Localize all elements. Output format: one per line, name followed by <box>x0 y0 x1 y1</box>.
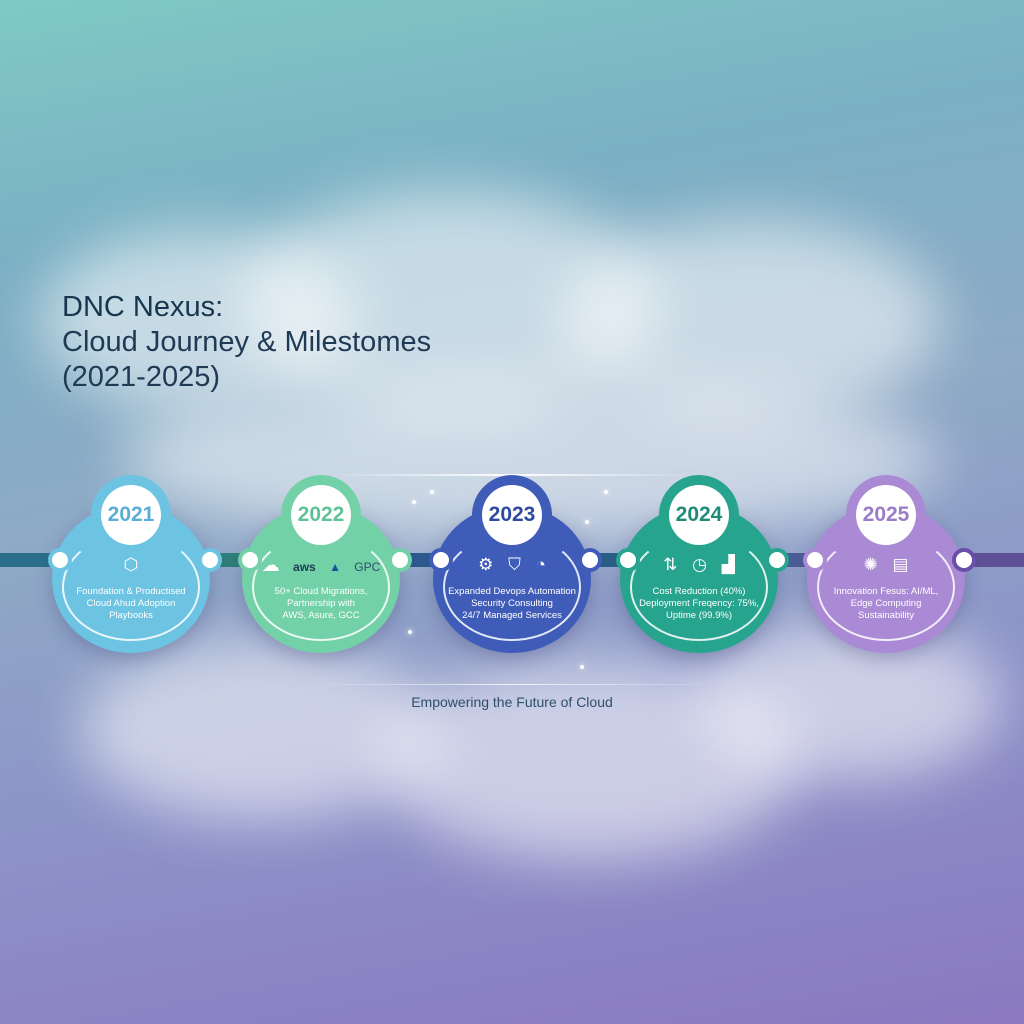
milestone-icons: ⬡ <box>52 555 210 575</box>
timer-icon: ◷ <box>692 555 707 574</box>
milestone-line: Security Consulting <box>471 598 553 609</box>
cloud-icon: ☁ <box>261 555 280 575</box>
milestone-arc <box>62 533 200 641</box>
timeline-node <box>578 548 602 572</box>
milestone-2021: 2021 ⬡ Foundation & Productised Cloud Ah… <box>52 475 210 653</box>
sparkle <box>408 630 412 634</box>
sparkle <box>430 490 434 494</box>
cube-stack-icon: ⬡ <box>123 555 139 574</box>
milestone-arc <box>630 533 768 641</box>
milestone-line: Innovation Fesus: AI/ML, <box>833 586 939 597</box>
milestone-line: Playbooks <box>109 610 153 621</box>
milestone-text: Innovation Fesus: AI/ML, Edge Computing … <box>821 586 951 622</box>
chart-icon: ▟ <box>721 555 735 574</box>
timeline-node <box>48 548 72 572</box>
milestone-text: Foundation & Productised Cloud Ahud Adop… <box>66 586 196 622</box>
milestone-2025: 2025 ✺ ▤ Innovation Fesus: AI/ML, Edge C… <box>807 475 965 653</box>
milestone-line: Edge Computing <box>850 598 922 609</box>
milestone-2024: 2024 ⇅ ◷ ▟ Cost Reduction (40%) Deployme… <box>620 475 778 653</box>
milestone-line: Foundation & Productised <box>76 586 186 597</box>
timeline-node <box>429 548 453 572</box>
sparkle <box>412 500 416 504</box>
tagline-divider <box>300 684 724 685</box>
milestone-arc <box>252 533 390 641</box>
timeline-node <box>238 548 262 572</box>
timeline-node <box>388 548 412 572</box>
milestone-icons: ⇅ ◷ ▟ <box>620 555 778 575</box>
server-icon: ▤ <box>892 555 909 574</box>
milestone-arc <box>817 533 955 641</box>
title-line-3: (2021-2025) <box>62 361 220 393</box>
milestone-line: Cloud Ahud Adoption <box>86 598 176 609</box>
milestone-line: 50+ Cloud Migrations, <box>274 586 368 597</box>
timeline-node <box>198 548 222 572</box>
milestone-line: AWS, Asure, GCC <box>282 610 360 621</box>
timeline-node <box>616 548 640 572</box>
azure-logo: ▲ <box>329 560 341 574</box>
milestone-line: Partnership with <box>286 598 356 609</box>
milestone-text: Cost Reduction (40%) Deployment Freqency… <box>634 586 764 622</box>
milestone-icons: ⚙ ⛉ ◔ <box>433 555 591 575</box>
sparkle <box>604 490 608 494</box>
sparkle <box>580 665 584 669</box>
arrows-icon: ⇅ <box>663 555 678 574</box>
milestone-icons: ✺ ▤ <box>807 555 965 575</box>
milestone-2023: 2023 ⚙ ⛉ ◔ Expanded Devops Automation Se… <box>433 475 591 653</box>
brain-icon: ✺ <box>863 555 878 574</box>
timeline-node <box>765 548 789 572</box>
milestone-line: Sustainability <box>858 610 914 621</box>
milestone-line: Uptime (99.9%) <box>666 610 732 621</box>
milestone-text: Expanded Devops Automation Security Cons… <box>447 586 577 622</box>
gear-icon: ⚙ <box>478 555 494 574</box>
milestone-line: 24/7 Managed Services <box>462 610 562 621</box>
milestone-arc <box>443 533 581 641</box>
milestone-text: 50+ Cloud Migrations, Partnership with A… <box>256 586 386 622</box>
tagline: Empowering the Future of Cloud <box>411 694 613 710</box>
title-line-1: DNC Nexus: <box>62 291 224 323</box>
milestone-line: Expanded Devops Automation <box>448 586 576 597</box>
aws-logo: aws <box>293 560 316 574</box>
gcp-logo: GPC <box>354 560 381 574</box>
shield-icon: ⛉ <box>508 555 521 574</box>
clock-icon: ◔ <box>535 555 546 574</box>
milestone-line: Deployment Freqency: 75%, <box>639 598 759 609</box>
milestone-line: Cost Reduction (40%) <box>652 586 746 597</box>
title-line-2: Cloud Journey & Milestomes <box>62 326 432 358</box>
timeline-node <box>952 548 976 572</box>
milestone-2022: 2022 ☁ aws ▲ GPC 50+ Cloud Migrations, P… <box>242 475 400 653</box>
milestone-icons: ☁ aws ▲ GPC <box>242 555 400 577</box>
timeline-node <box>803 548 827 572</box>
sparkle <box>585 520 589 524</box>
page-title: DNC Nexus: Cloud Journey & Milestomes (2… <box>62 290 431 395</box>
